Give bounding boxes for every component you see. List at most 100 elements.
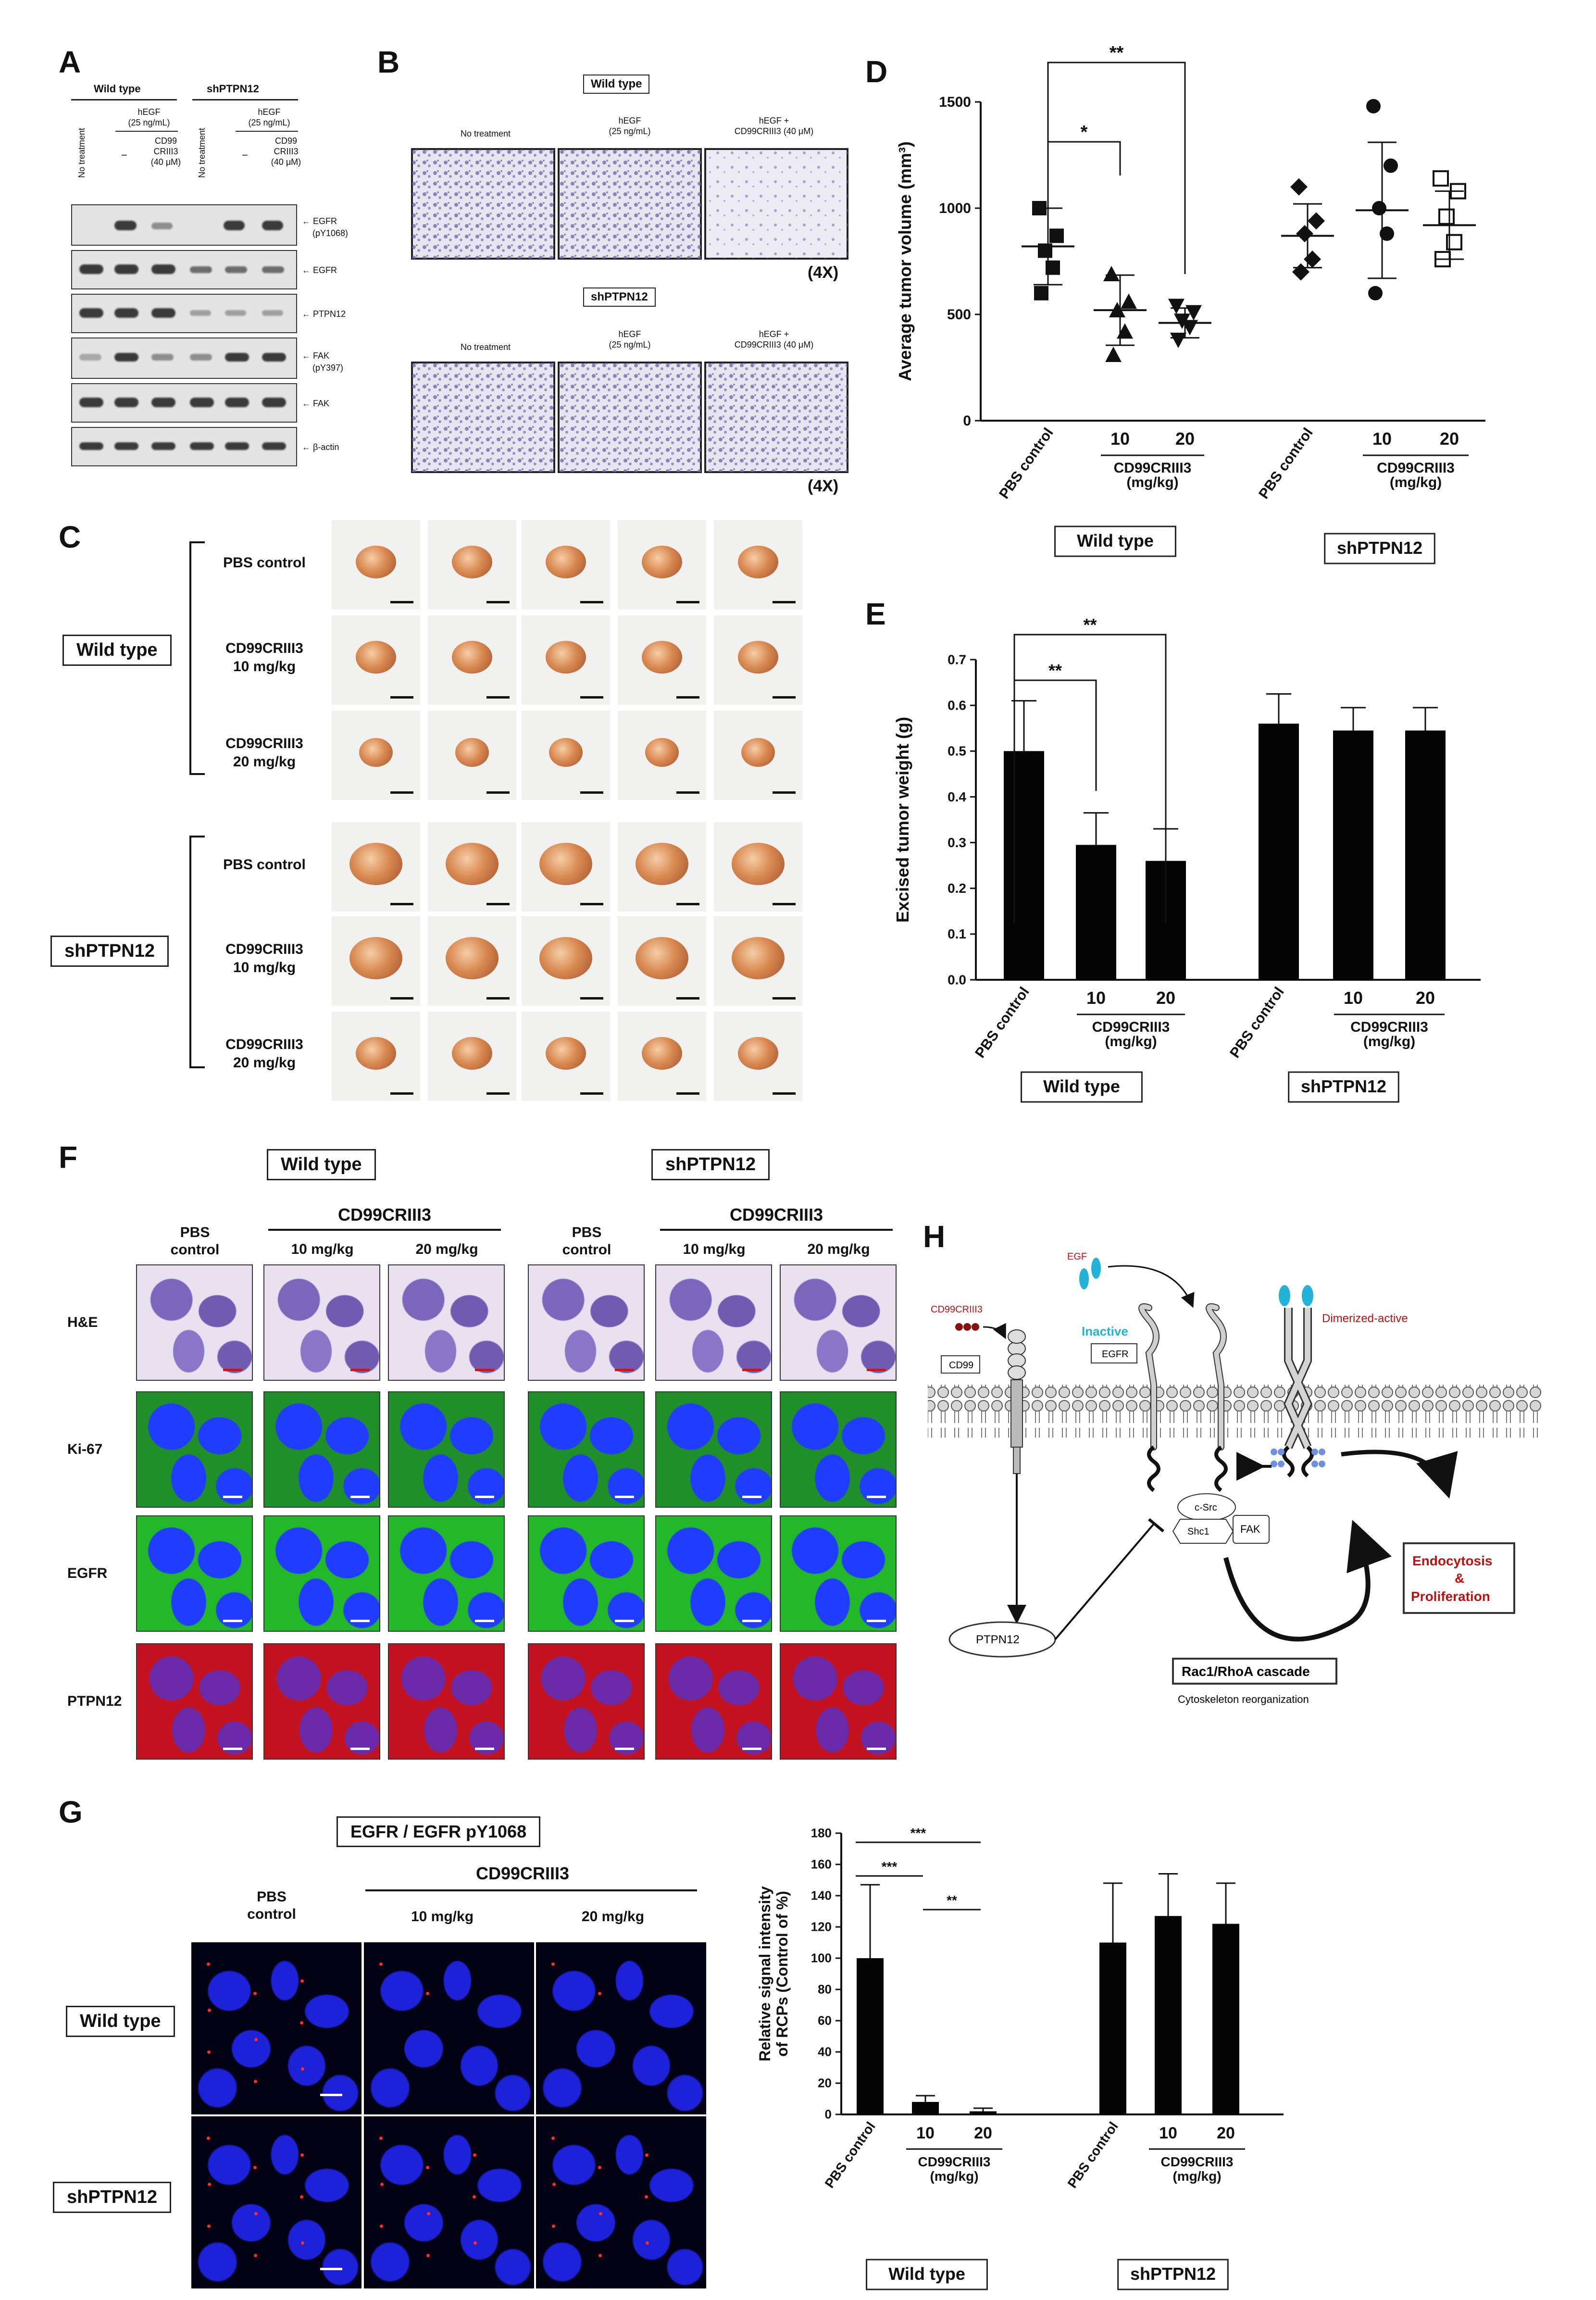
y-axis-label: of RCPs (Control of %) — [773, 1891, 791, 2057]
col2-a: hEGF — [618, 116, 641, 125]
rcp-dot — [551, 1962, 555, 1966]
band — [190, 398, 214, 407]
data-point — [1372, 201, 1386, 215]
y-axis-label: Relative signal intensity — [756, 1886, 773, 2062]
significance-label: ** — [1083, 615, 1097, 635]
subgroup-label: CD99CRIII3 — [1377, 460, 1455, 476]
scale-bar — [475, 1748, 494, 1750]
band-label-fak: ← FAK — [302, 399, 330, 408]
tumor — [356, 641, 396, 674]
data-point — [1438, 208, 1455, 225]
scale-bar — [320, 2268, 342, 2270]
band-label-beta-actin: ← β-actin — [302, 442, 339, 452]
pathway-endo-label: Endocytosis — [1412, 1553, 1492, 1568]
x-tick-label: 20 — [1440, 429, 1459, 449]
scale-bar — [867, 1496, 886, 1498]
tumor — [452, 1037, 492, 1070]
panel-f-image — [528, 1515, 645, 1632]
tumor-photo — [714, 711, 802, 800]
rcp-dot — [646, 2241, 649, 2245]
panel-g-image — [191, 2116, 362, 2288]
data-point — [1121, 293, 1137, 309]
significance-label: ** — [947, 1893, 957, 1908]
tumor — [539, 843, 592, 885]
tumor-photo — [332, 615, 420, 705]
rcp-dot — [300, 1979, 304, 1983]
panel-letter-d: D — [865, 54, 888, 89]
tumor-photo — [332, 916, 420, 1006]
tumor-photo — [428, 916, 516, 1006]
panel-f-image — [263, 1264, 380, 1381]
scale-bar — [390, 696, 413, 699]
western-blot — [71, 200, 297, 469]
tumor — [636, 843, 688, 885]
tumor — [446, 843, 499, 885]
panel-c-wild-type-box: Wild type — [62, 635, 172, 666]
col3-a: hEGF + — [759, 329, 789, 339]
panel-letter-a: A — [59, 45, 81, 79]
panel-f-dose-header: 20 mg/kg — [415, 1241, 478, 1257]
subgroup-label: CD99CRIII3 — [918, 2154, 991, 2169]
panel-a-cd99-sh: CD99 CRIII3 (40 μM) — [264, 136, 308, 167]
panel-a-hegf-line-wt — [115, 131, 178, 132]
data-point — [1296, 225, 1313, 243]
pathway-cyto-label: Cytoskeleton reorganization — [1178, 1693, 1309, 1705]
scale-bar — [390, 1092, 413, 1095]
tumor-photo — [428, 615, 516, 705]
y-tick-label: 180 — [811, 1826, 832, 1840]
rcp-dot — [207, 1962, 210, 1966]
y-tick-label: 160 — [811, 1857, 832, 1872]
row-label-dose: 10 mg/kg — [233, 659, 296, 675]
panel-f-wild-type-box: Wild type — [267, 1149, 376, 1180]
tumor — [356, 546, 396, 578]
blot-row-ptpn12 — [71, 294, 297, 333]
rcp-dot — [379, 2137, 383, 2140]
scale-bar — [742, 1748, 761, 1750]
scale-bar — [223, 1369, 242, 1371]
y-tick-label: 0.1 — [948, 926, 966, 941]
tumor-photo — [522, 822, 610, 912]
hegf-dose-text: (25 ng/mL) — [128, 118, 170, 127]
group-box — [1054, 525, 1176, 557]
y-tick-label: 1500 — [939, 94, 971, 110]
scale-bar — [223, 1748, 242, 1750]
pathway-egf-label: EGF — [1067, 1251, 1087, 1262]
y-tick-label: 140 — [811, 1888, 832, 1903]
scale-bar — [390, 903, 413, 905]
scale-bar — [486, 903, 510, 905]
panel-a-hegf-line-sh — [236, 131, 298, 132]
panel-f-image — [655, 1643, 772, 1760]
blot-row-egfr-py1068 — [71, 204, 297, 246]
panel-f-image — [655, 1391, 772, 1508]
tumor — [642, 1037, 682, 1070]
panel-f-image — [263, 1391, 380, 1508]
hegf-text: hEGF — [137, 107, 161, 117]
pathway-cd99criii3-label: CD99CRIII3 — [931, 1304, 983, 1315]
band — [262, 266, 284, 273]
row-label-dose: 20 mg/kg — [233, 1055, 296, 1071]
panel-b-col3-sh: hEGF + CD99CRIII3 (40 μM) — [702, 329, 846, 350]
group-label: Wild type — [1077, 531, 1154, 550]
rcp-dot — [300, 2153, 304, 2157]
rcp-dot — [473, 2153, 476, 2157]
x-tick-label: PBS control — [996, 425, 1057, 502]
scale-bar — [390, 601, 413, 603]
x-tick-label: 10 — [916, 2124, 935, 2142]
rcp-dot — [599, 2212, 602, 2215]
tumor — [539, 937, 592, 979]
tumor-photo — [332, 520, 420, 610]
bar — [970, 2111, 997, 2114]
panel-c-row-label: PBS control — [207, 856, 322, 874]
scale-bar — [676, 903, 699, 905]
tumor — [549, 738, 583, 767]
tumor-photo — [332, 711, 420, 800]
scale-bar — [742, 1496, 761, 1498]
transwell-images-sh — [411, 362, 848, 473]
significance-label: ** — [1110, 43, 1124, 63]
tumor-photo — [522, 1012, 610, 1101]
panel-f-cd99-line — [660, 1229, 893, 1231]
